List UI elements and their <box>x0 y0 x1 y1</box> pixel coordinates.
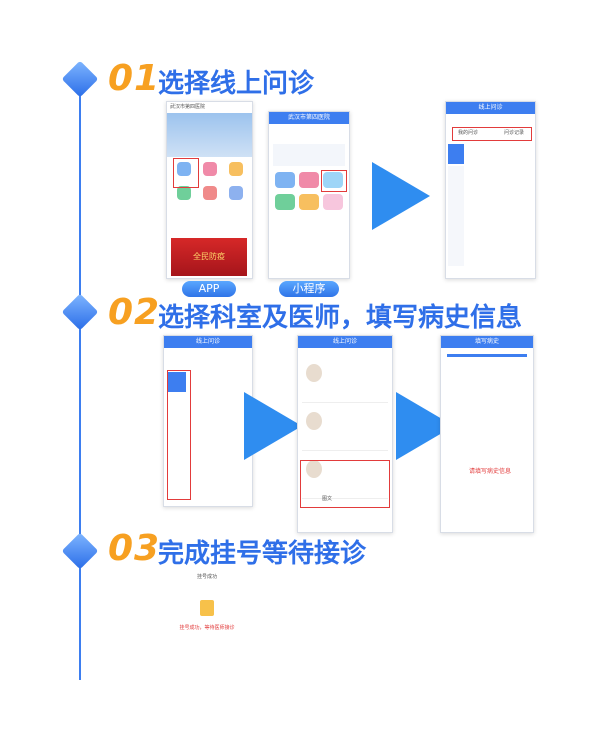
step-2-title: 选择科室及医师，填写病史信息 <box>158 303 523 333</box>
registration-confirm-screenshot: 挂号成功 挂号成功，等待医师接诊 <box>168 570 246 682</box>
mini-program-label: 小程序 <box>279 281 339 297</box>
online-tab-records: 问诊记录 <box>504 130 525 136</box>
mini-tile-1 <box>275 172 295 188</box>
online-sidebar-selected <box>448 144 464 164</box>
app-tile-5 <box>203 186 217 200</box>
step-1-number: 01 <box>108 58 161 99</box>
step-1-title: 选择线上问诊 <box>158 69 315 99</box>
doctor-list-screenshot: 线上问诊 图文 <box>297 335 393 533</box>
confirm-text: 挂号成功，等待医师接诊 <box>179 625 235 631</box>
online-tab-highlight <box>452 127 532 141</box>
step-2-diamond-icon <box>61 293 99 331</box>
online-sidebar <box>448 166 464 266</box>
doctor-highlight-box <box>300 460 390 508</box>
doctor-action: 图文 <box>322 496 333 502</box>
history-progress <box>447 354 527 357</box>
app-tile-online <box>177 162 191 176</box>
online-tab-my: 我的问诊 <box>458 130 479 136</box>
app-label: APP <box>182 281 236 297</box>
app-highlight-box <box>173 158 199 188</box>
doctor-list-title-bar: 线上问诊 <box>298 336 392 348</box>
step-2-number: 02 <box>108 292 161 333</box>
step-1-diamond-icon <box>61 60 99 98</box>
app-tile-6 <box>229 186 243 200</box>
step-3-number: 03 <box>108 528 161 569</box>
mini-tile-5 <box>299 194 319 210</box>
mini-tile-6 <box>323 194 343 210</box>
confirm-title: 挂号成功 <box>196 574 217 580</box>
step-1-arrow-icon <box>372 162 430 230</box>
mini-highlight-box <box>321 170 347 192</box>
app-tile-4 <box>177 186 191 200</box>
step-2-arrow-left-icon <box>244 392 302 460</box>
doctor-avatar <box>306 460 322 478</box>
app-banner: 全民防疫 <box>171 238 247 276</box>
department-screenshot: 线上问诊 <box>163 335 253 507</box>
app-screen-title: 武汉市第四医院 <box>170 104 206 110</box>
confirm-icon <box>200 600 214 616</box>
doctor-card-2 <box>302 406 388 451</box>
doctor-avatar <box>306 412 322 430</box>
doctor-avatar <box>306 364 322 382</box>
mini-tile-4 <box>275 194 295 210</box>
history-red-text: 请填写病史信息 <box>469 468 512 475</box>
mini-program-screenshot: 武汉市第四医院 <box>268 111 350 279</box>
timeline-line <box>79 70 81 680</box>
doctor-card-3 <box>302 454 388 499</box>
doctor-card-1 <box>302 358 388 403</box>
department-sidebar-selected <box>168 372 186 392</box>
department-title-bar: 线上问诊 <box>164 336 252 348</box>
app-screenshot: 武汉市第四医院 全民防疫 <box>166 101 253 279</box>
history-title-bar: 填写病史 <box>441 336 533 348</box>
mini-tile-2 <box>299 172 319 188</box>
department-highlight-box <box>167 370 191 500</box>
app-tile-3 <box>229 162 243 176</box>
mini-tile-3 <box>323 172 343 188</box>
app-hospital-photo <box>167 113 252 157</box>
step-3-diamond-icon <box>61 532 99 570</box>
mini-hospital-card <box>273 144 345 166</box>
mini-title-bar: 武汉市第四医院 <box>269 112 349 124</box>
step-3-title: 完成挂号等待接诊 <box>158 539 367 569</box>
app-tile-2 <box>203 162 217 176</box>
online-inquiry-screenshot: 线上问诊 我的问诊 问诊记录 <box>445 101 536 279</box>
online-inquiry-title-bar: 线上问诊 <box>446 102 535 114</box>
medical-history-screenshot: 填写病史 请填写病史信息 <box>440 335 534 533</box>
